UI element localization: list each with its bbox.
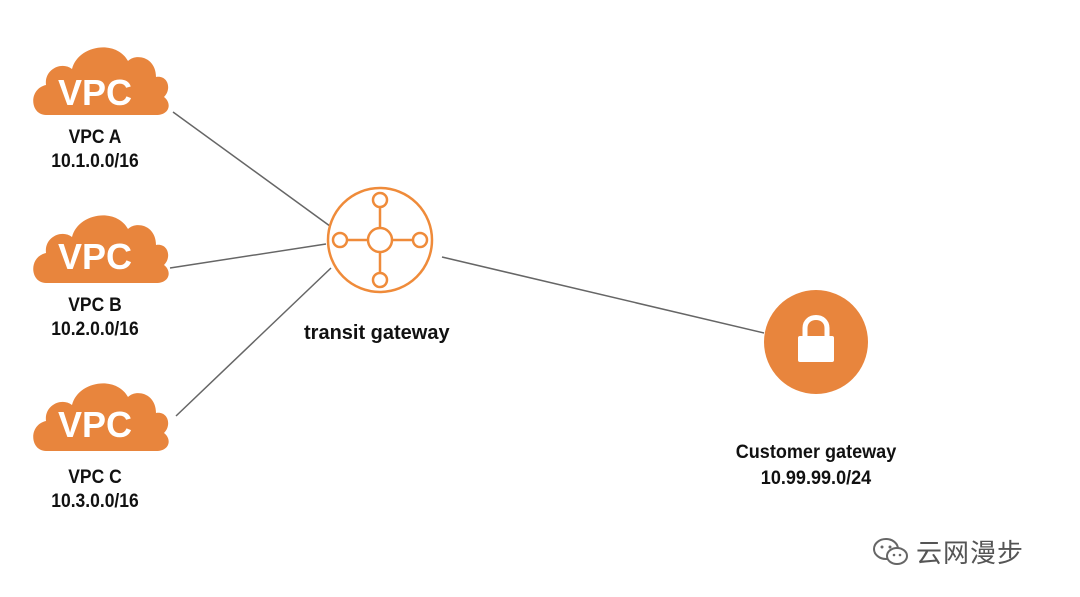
vpc-c-label: VPC C 10.3.0.0/16 (21, 466, 168, 514)
customer-gateway-lock-icon (764, 290, 868, 394)
vpc-a-cidr: 10.1.0.0/16 (51, 151, 139, 172)
vpc-b-cloud-icon: VPC (33, 215, 169, 283)
watermark: 云网漫步 (872, 533, 1024, 570)
vpc-b-cidr: 10.2.0.0/16 (51, 319, 139, 340)
vpc-b-icon-text: VPC (58, 236, 132, 277)
link-vpc-a-tgw (172, 111, 335, 230)
transit-gateway-label: transit gateway (304, 322, 450, 344)
vpc-c-cloud-icon: VPC (33, 383, 169, 451)
vpc-b-name: VPC B (68, 295, 122, 316)
link-tgw-cgw (441, 256, 765, 334)
wechat-icon (873, 537, 908, 565)
vpc-c-cidr: 10.3.0.0/16 (51, 491, 139, 512)
link-vpc-b-tgw (169, 243, 327, 269)
customer-gateway-cidr: 10.99.99.0/24 (760, 468, 872, 489)
vpc-a-cloud-icon: VPC (33, 47, 169, 115)
transit-gateway-icon (326, 186, 434, 294)
customer-gateway-name: Customer gateway (735, 442, 897, 463)
vpc-c-name: VPC C (68, 467, 122, 488)
vpc-b-label: VPC B 10.2.0.0/16 (21, 294, 168, 342)
vpc-a-icon-text: VPC (58, 72, 132, 113)
vpc-c-icon-text: VPC (58, 404, 132, 445)
vpc-a-label: VPC A 10.1.0.0/16 (21, 126, 168, 174)
customer-gateway-label: Customer gateway 10.99.99.0/24 (693, 440, 940, 492)
watermark-text: 云网漫步 (916, 539, 1025, 569)
vpc-a-name: VPC A (68, 127, 122, 148)
link-vpc-c-tgw (175, 267, 332, 417)
